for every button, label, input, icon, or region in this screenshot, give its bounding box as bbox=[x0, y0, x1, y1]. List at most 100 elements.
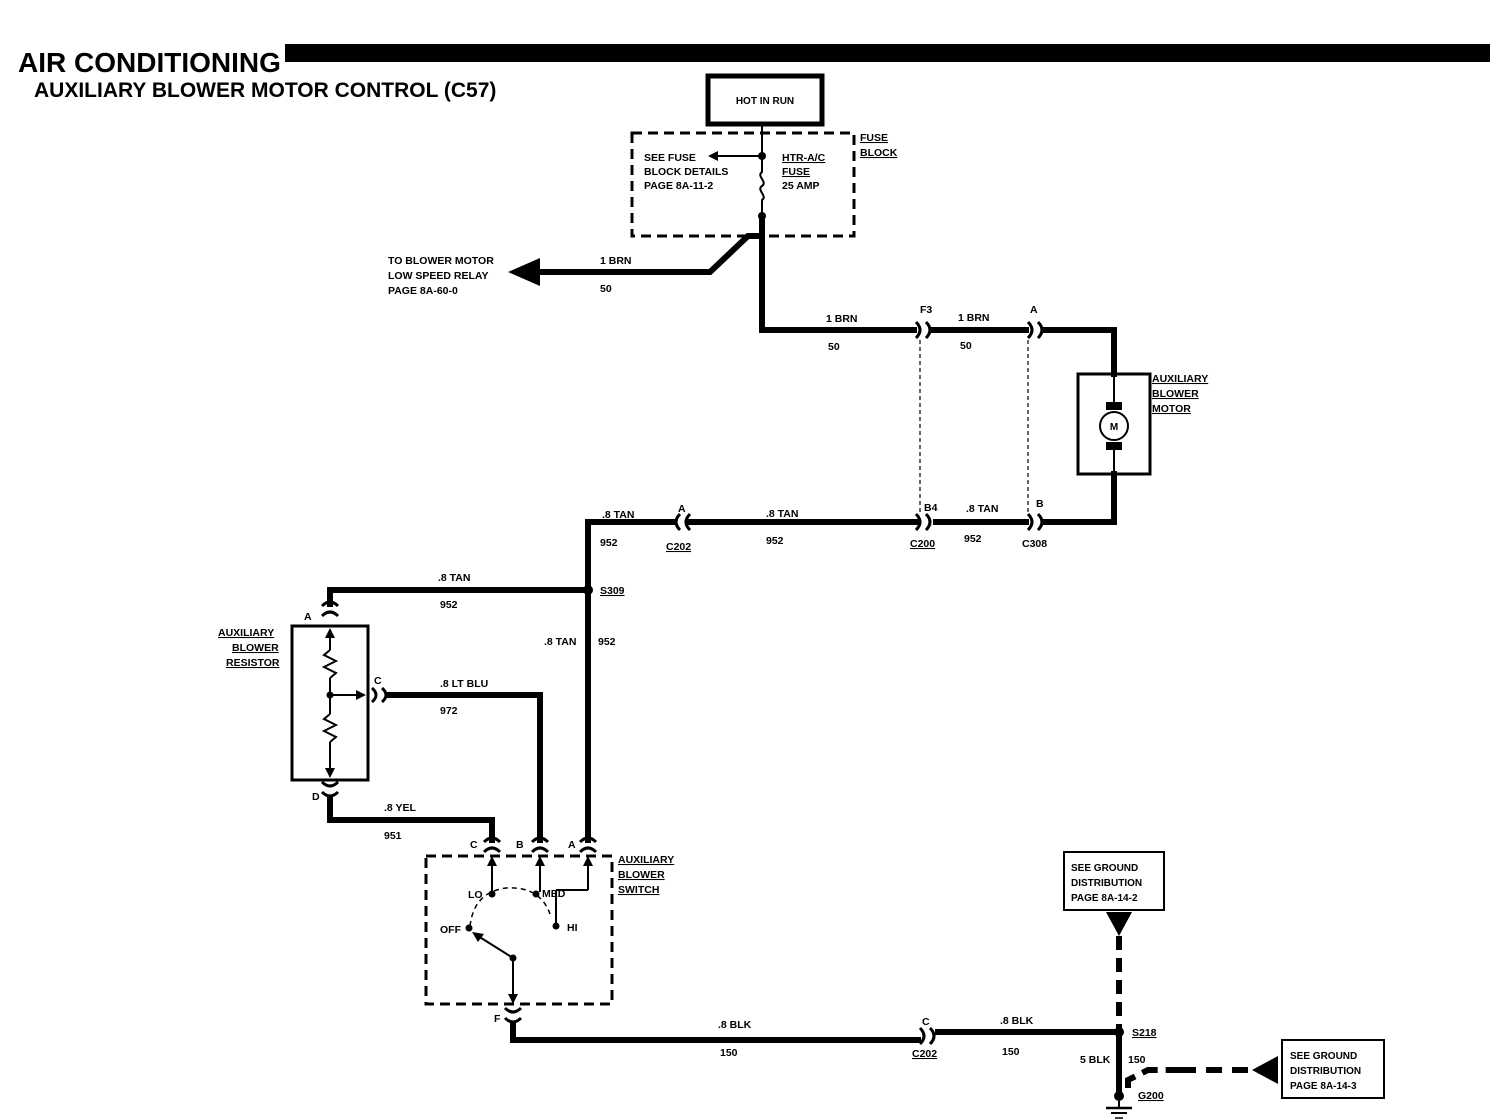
c202-top-label: C202 bbox=[666, 541, 691, 553]
tan-wire-gauge-c308: .8 TAN bbox=[966, 503, 998, 515]
relay-wire-circuit: 50 bbox=[600, 283, 612, 295]
connector-c308-b: B C308 bbox=[1022, 498, 1047, 550]
relay-arrow bbox=[508, 258, 540, 286]
fuse-details-line-1: SEE FUSE bbox=[644, 152, 696, 164]
brn-wire-circuit-2: 50 bbox=[960, 340, 972, 352]
blower-relay-reference: TO BLOWER MOTOR LOW SPEED RELAY PAGE 8A-… bbox=[388, 213, 765, 297]
tan-wire-circuit-c202: 952 bbox=[600, 537, 618, 549]
tan-return-wire: .8 TAN 952 .8 TAN 952 .8 TAN 952 bbox=[585, 471, 1117, 593]
resistor-label-1: AUXILIARY bbox=[218, 627, 274, 639]
tan-switch-circuit: 952 bbox=[598, 636, 616, 648]
relay-ref-line-2: LOW SPEED RELAY bbox=[388, 270, 489, 282]
connector-c202-a: A C202 bbox=[666, 503, 691, 553]
switch-hi-label: HI bbox=[567, 922, 578, 934]
hot-in-run-box bbox=[705, 73, 825, 127]
auxiliary-blower-switch: C B A LO MED HI OFF F AUXILIARY BLOWER S… bbox=[424, 836, 674, 1025]
switch-off-label: OFF bbox=[440, 924, 462, 936]
switch-pin-c: C bbox=[470, 839, 478, 851]
resistor-pin-a: A bbox=[304, 611, 312, 623]
lt-blu-wire bbox=[387, 692, 543, 843]
fuse-block-label-1: FUSE bbox=[860, 132, 888, 144]
connector-c202-c: C C202 bbox=[912, 1016, 937, 1060]
switch-lo-label: LO bbox=[468, 889, 483, 901]
connector-c200-b4: B4 C200 bbox=[910, 502, 938, 550]
relay-wire-gauge: 1 BRN bbox=[600, 255, 632, 267]
connector-c200-f3: F3 bbox=[914, 304, 932, 340]
ground-gauge: 5 BLK bbox=[1080, 1054, 1111, 1066]
tan-wire-gauge-c200: .8 TAN bbox=[766, 508, 798, 520]
hot-in-run-label: HOT IN RUN bbox=[736, 96, 794, 107]
g200-label: G200 bbox=[1138, 1090, 1164, 1102]
lt-blu-circuit: 972 bbox=[440, 705, 458, 717]
fuse-details-line-2: BLOCK DETAILS bbox=[644, 166, 728, 178]
c308-label: C308 bbox=[1022, 538, 1047, 550]
blk-wire-switch bbox=[510, 1021, 921, 1043]
resistor-pin-c: C bbox=[374, 675, 382, 687]
switch-label-1: AUXILIARY bbox=[618, 854, 674, 866]
relay-ref-line-1: TO BLOWER MOTOR bbox=[388, 255, 494, 267]
tan-to-resistor-wire bbox=[327, 587, 591, 607]
switch-med-label: MED bbox=[542, 888, 566, 900]
pin-a-motor-label: A bbox=[1030, 304, 1038, 316]
connector-c308-a: A bbox=[1026, 304, 1044, 340]
fuse-details-arrow bbox=[708, 151, 718, 161]
yel-gauge: .8 YEL bbox=[384, 802, 416, 814]
pin-a-c202-label: A bbox=[678, 503, 686, 515]
ground-ref1-line-2: DISTRIBUTION bbox=[1071, 878, 1142, 889]
yel-circuit: 951 bbox=[384, 830, 402, 842]
relay-ref-line-3: PAGE 8A-60-0 bbox=[388, 285, 458, 297]
tan-resistor-gauge: .8 TAN bbox=[438, 572, 470, 584]
blk-gauge-2: .8 BLK bbox=[1000, 1015, 1034, 1027]
lt-blu-gauge: .8 LT BLU bbox=[440, 678, 488, 690]
diagram-title: AIR CONDITIONING bbox=[18, 47, 281, 78]
resistor-label-3: RESISTOR bbox=[226, 657, 280, 669]
pin-b4-label: B4 bbox=[924, 502, 938, 514]
fuse-name-line-1: HTR-A/C bbox=[782, 152, 826, 164]
ground-ref2-line-3: PAGE 8A-14-3 bbox=[1290, 1081, 1357, 1092]
resistor-element-lower bbox=[321, 713, 339, 743]
switch-pin-f: F bbox=[494, 1013, 501, 1025]
ground-distribution-ref-2: SEE GROUND DISTRIBUTION PAGE 8A-14-3 bbox=[1125, 1039, 1385, 1099]
pin-f3-label: F3 bbox=[920, 304, 932, 316]
switch-label-3: SWITCH bbox=[618, 884, 659, 896]
resistor-element-upper bbox=[321, 649, 339, 679]
fuse-name-line-2: FUSE bbox=[782, 166, 810, 178]
switch-pin-a: A bbox=[568, 839, 576, 851]
blk-circuit-1: 150 bbox=[720, 1047, 738, 1059]
switch-arc bbox=[469, 887, 551, 927]
c202-bottom-label: C202 bbox=[912, 1048, 937, 1060]
auxiliary-blower-motor: M AUXILIARY BLOWER MOTOR bbox=[1076, 372, 1208, 476]
brn-feed-wire: 1 BRN 50 1 BRN 50 bbox=[759, 233, 1117, 377]
brn-wire-gauge-1: 1 BRN bbox=[826, 313, 858, 325]
resistor-pin-d: D bbox=[312, 791, 320, 803]
motor-symbol-letter: M bbox=[1110, 422, 1118, 433]
motor-symbol bbox=[1099, 411, 1129, 441]
c202-pin-c: C bbox=[922, 1016, 930, 1028]
tan-wire-circuit-c308: 952 bbox=[964, 533, 982, 545]
auxiliary-blower-resistor: A D C AUXILIARY BLOWER RESISTOR bbox=[218, 600, 388, 803]
tan-wire-gauge-c202: .8 TAN bbox=[602, 509, 634, 521]
tan-resistor-circuit: 952 bbox=[440, 599, 458, 611]
ground-ref1-line-3: PAGE 8A-14-2 bbox=[1071, 893, 1138, 904]
ground-distribution-ref-1: SEE GROUND DISTRIBUTION PAGE 8A-14-2 bbox=[1063, 851, 1165, 1028]
switch-label-2: BLOWER bbox=[618, 869, 665, 881]
title-bar bbox=[285, 44, 1490, 62]
pin-b-motor-label: B bbox=[1036, 498, 1044, 510]
c200-label: C200 bbox=[910, 538, 935, 550]
yel-wire bbox=[327, 797, 495, 843]
ground-point-g200 bbox=[1114, 1091, 1124, 1101]
ground-ref1-line-1: SEE GROUND bbox=[1071, 863, 1138, 874]
motor-label-1: AUXILIARY bbox=[1152, 373, 1208, 385]
fuse-details-line-3: PAGE 8A-11-2 bbox=[644, 180, 713, 192]
ground-ref2-line-1: SEE GROUND bbox=[1290, 1051, 1357, 1062]
switch-pin-b: B bbox=[516, 839, 524, 851]
brn-wire-circuit-1: 50 bbox=[828, 341, 840, 353]
ground-circuit: 150 bbox=[1128, 1054, 1146, 1066]
motor-label-2: BLOWER bbox=[1152, 388, 1199, 400]
s309-label: S309 bbox=[600, 585, 625, 597]
tan-wire-circuit-c200: 952 bbox=[766, 535, 784, 547]
tan-switch-gauge: .8 TAN bbox=[544, 636, 576, 648]
fuse-block-label-2: BLOCK bbox=[860, 147, 898, 159]
ground-ref2-line-2: DISTRIBUTION bbox=[1290, 1066, 1361, 1077]
